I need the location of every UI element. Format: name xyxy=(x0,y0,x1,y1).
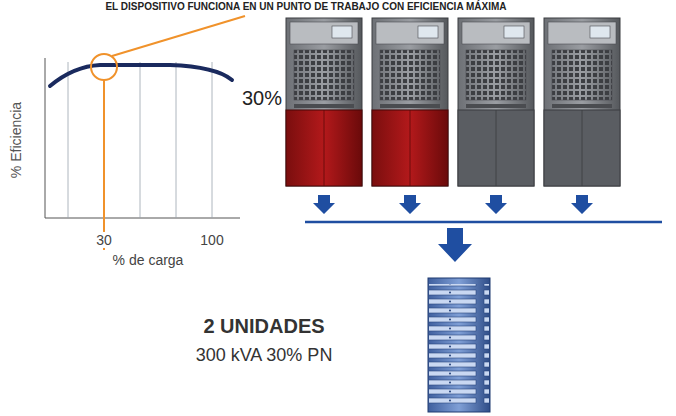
efficiency-chart xyxy=(45,16,245,250)
unit-spec: 300 kVA 30% PN xyxy=(196,345,333,366)
axis-title: % Eficiencia xyxy=(8,102,24,178)
tick-label: 100 xyxy=(200,232,223,248)
x-axis xyxy=(45,218,240,219)
ups-cabinets xyxy=(286,18,620,186)
leader-line xyxy=(103,80,105,250)
flow-arrows xyxy=(305,195,662,262)
unit-count: 2 UNIDADES xyxy=(203,315,324,338)
axis-title: % de carga xyxy=(113,252,184,268)
highlight-circle xyxy=(91,54,117,80)
tick-label: 30 xyxy=(96,232,112,248)
leader-line xyxy=(112,16,245,56)
y-axis xyxy=(45,58,46,218)
load-percentage: 30% xyxy=(242,87,282,110)
efficiency-curve xyxy=(50,65,232,86)
grid-lines xyxy=(68,62,212,218)
heading-note: EL DISPOSITIVO FUNCIONA EN UN PUNTO DE T… xyxy=(105,1,506,13)
server-rack xyxy=(428,278,490,412)
